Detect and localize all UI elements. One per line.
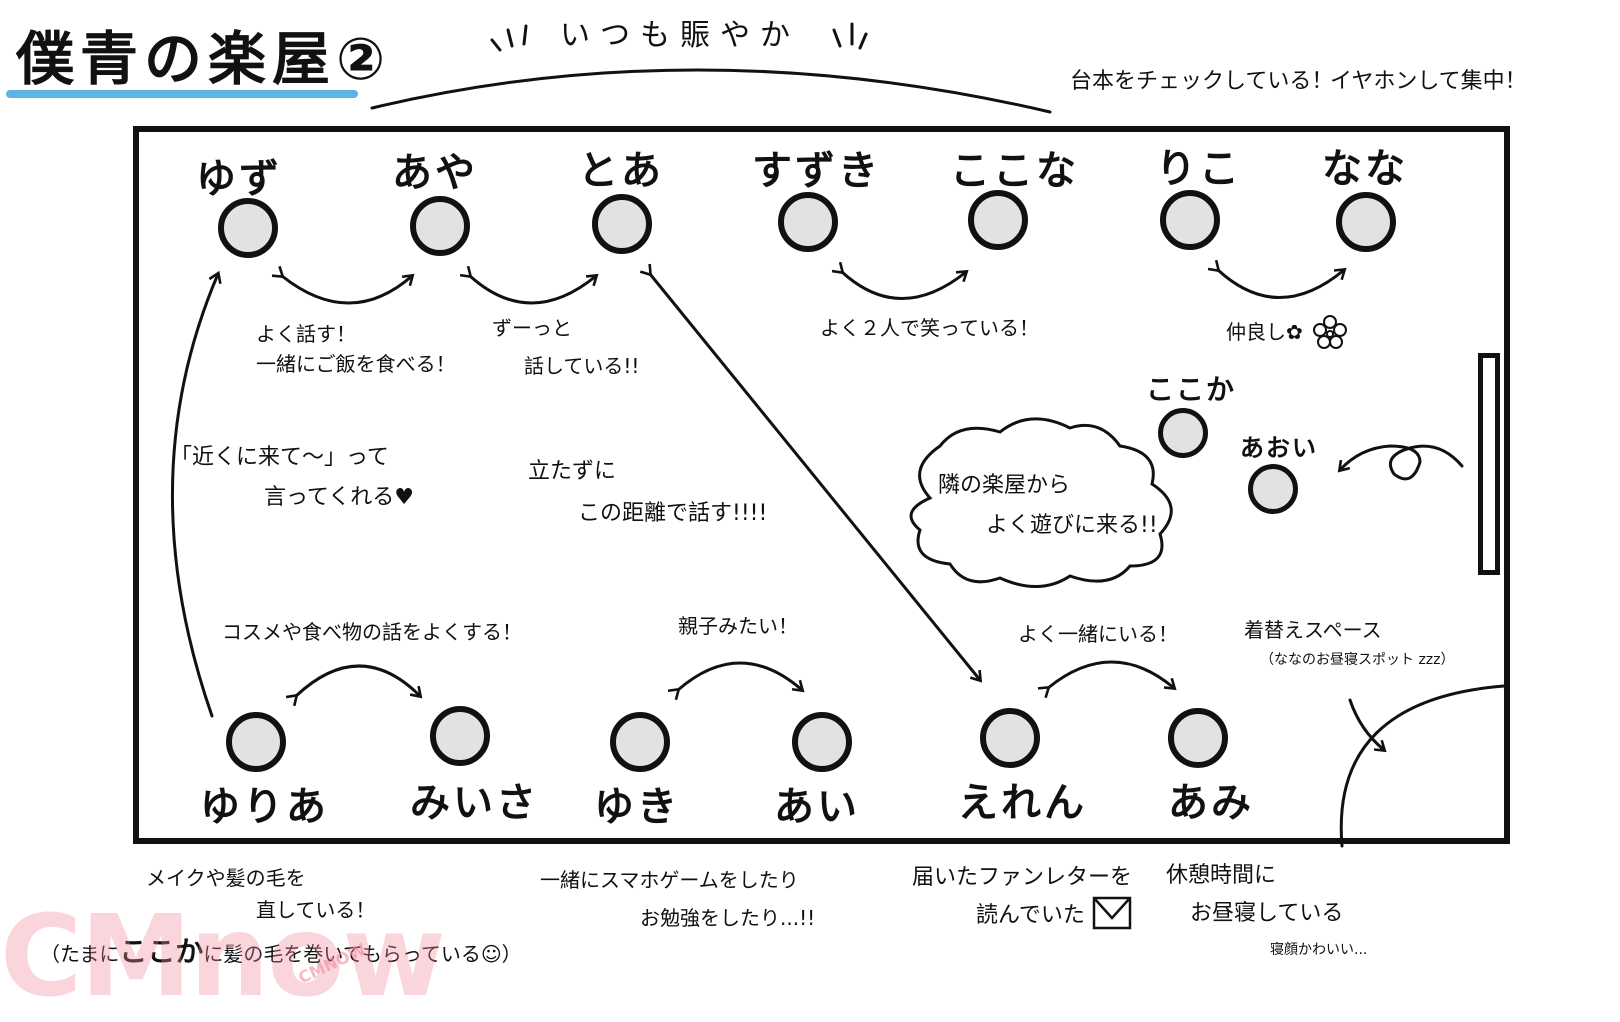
seat-kokona <box>968 190 1028 250</box>
name-kokoka: ここか <box>1146 373 1237 406</box>
note-aya-toa-2: 話している!! <box>524 354 640 378</box>
note-game-2: お勉強をしたり...!! <box>640 906 816 930</box>
note-toa-eren-2: この距離で話す!!!! <box>578 501 768 526</box>
seat-yuzu <box>218 198 278 258</box>
note-script-check: 台本をチェックしている！ <box>1070 69 1334 94</box>
changing-space-note: （ななのお昼寝スポット zzz） <box>1260 652 1455 668</box>
note-makeup-3-c: に髪の毛を巻いてもらっている☺） <box>203 942 522 966</box>
note-yuria-yuzu-2: 言ってくれる♥ <box>264 485 414 510</box>
page-title: 僕青の楽屋② <box>16 25 392 93</box>
seat-eren <box>980 708 1040 768</box>
note-game-1: 一緒にスマホゲームをしたり <box>540 868 799 892</box>
seat-yuria <box>226 712 286 772</box>
note-toa-eren-1: 立たずに <box>528 459 617 484</box>
name-eren: えれん <box>958 780 1087 826</box>
door-icon <box>1478 353 1500 575</box>
seat-aya <box>410 196 470 256</box>
note-rest-2: お昼寝している <box>1190 901 1344 926</box>
seat-suzuki <box>778 192 838 252</box>
name-aoi: あおい <box>1240 434 1318 462</box>
name-ai: あい <box>774 784 860 830</box>
seat-nana <box>1336 192 1396 252</box>
seat-ami <box>1168 708 1228 768</box>
note-aya-toa-1: ずーっと <box>492 316 572 340</box>
name-toa: とあ <box>578 148 664 194</box>
envelope-icon <box>1092 896 1132 930</box>
seat-miisa <box>430 706 490 766</box>
watermark-logo: CMnow <box>0 892 446 1022</box>
title-underline <box>6 90 358 98</box>
top-note: いつも賑やか <box>560 18 800 53</box>
note-eren-ami: よく一緒にいる！ <box>1018 622 1178 646</box>
name-kokona: ここな <box>950 148 1079 194</box>
name-yuzu: ゆず <box>196 156 282 202</box>
note-suzuki-kokona: よく２人で笑っている！ <box>820 316 1039 340</box>
note-yuria-yuzu-1: 「近くに来て〜」って <box>170 445 389 470</box>
name-aya: あや <box>392 150 478 196</box>
cloud-text-1: 隣の楽屋から <box>938 473 1071 498</box>
note-yuzu-aya-2: 一緒にご飯を食べる！ <box>256 352 456 376</box>
note-makeup-1: メイクや髪の毛を <box>146 866 306 890</box>
seat-riko <box>1160 190 1220 250</box>
note-rest-1: 休憩時間に <box>1166 863 1277 888</box>
name-yuria: ゆりあ <box>200 784 329 830</box>
note-letter-2: 読んでいた <box>976 903 1085 928</box>
seat-yuki <box>610 712 670 772</box>
cloud-text-2: よく遊びに来る!! <box>986 513 1158 538</box>
seat-aoi <box>1248 464 1298 514</box>
note-makeup-3-a: （たまに <box>40 942 120 966</box>
name-miisa: みいさ <box>410 780 539 826</box>
note-makeup-2: 直している！ <box>256 898 376 922</box>
name-ami: あみ <box>1168 780 1254 826</box>
note-yuria-miisa: コスメや食べ物の話をよくする！ <box>222 620 522 644</box>
seat-toa <box>592 194 652 254</box>
note-rest-3: 寝顔かわいい... <box>1270 942 1368 958</box>
name-riko: りこ <box>1156 146 1242 192</box>
note-yuki-ai: 親子みたい！ <box>678 614 798 638</box>
note-makeup-3: （たまにここかに髪の毛を巻いてもらっている☺） <box>40 932 522 973</box>
seat-ai <box>792 712 852 772</box>
name-suzuki: すずき <box>752 148 881 194</box>
note-riko-nana: 仲良し✿ <box>1226 320 1303 344</box>
dressing-room-outline <box>133 126 1510 844</box>
name-nana: なな <box>1322 146 1408 192</box>
name-yuki: ゆき <box>594 784 680 830</box>
note-yuzu-aya-1: よく話す！ <box>256 322 356 346</box>
top-arc <box>370 68 1052 114</box>
sparkle-right <box>832 22 868 50</box>
seat-kokoka <box>1158 408 1208 458</box>
changing-space-label: 着替えスペース <box>1244 618 1382 642</box>
sparkle-left <box>490 24 528 52</box>
note-makeup-3-b: ここか <box>119 935 204 968</box>
note-letter-1: 届いたファンレターを <box>912 865 1133 890</box>
note-earphones: イヤホンして集中！ <box>1330 69 1527 94</box>
